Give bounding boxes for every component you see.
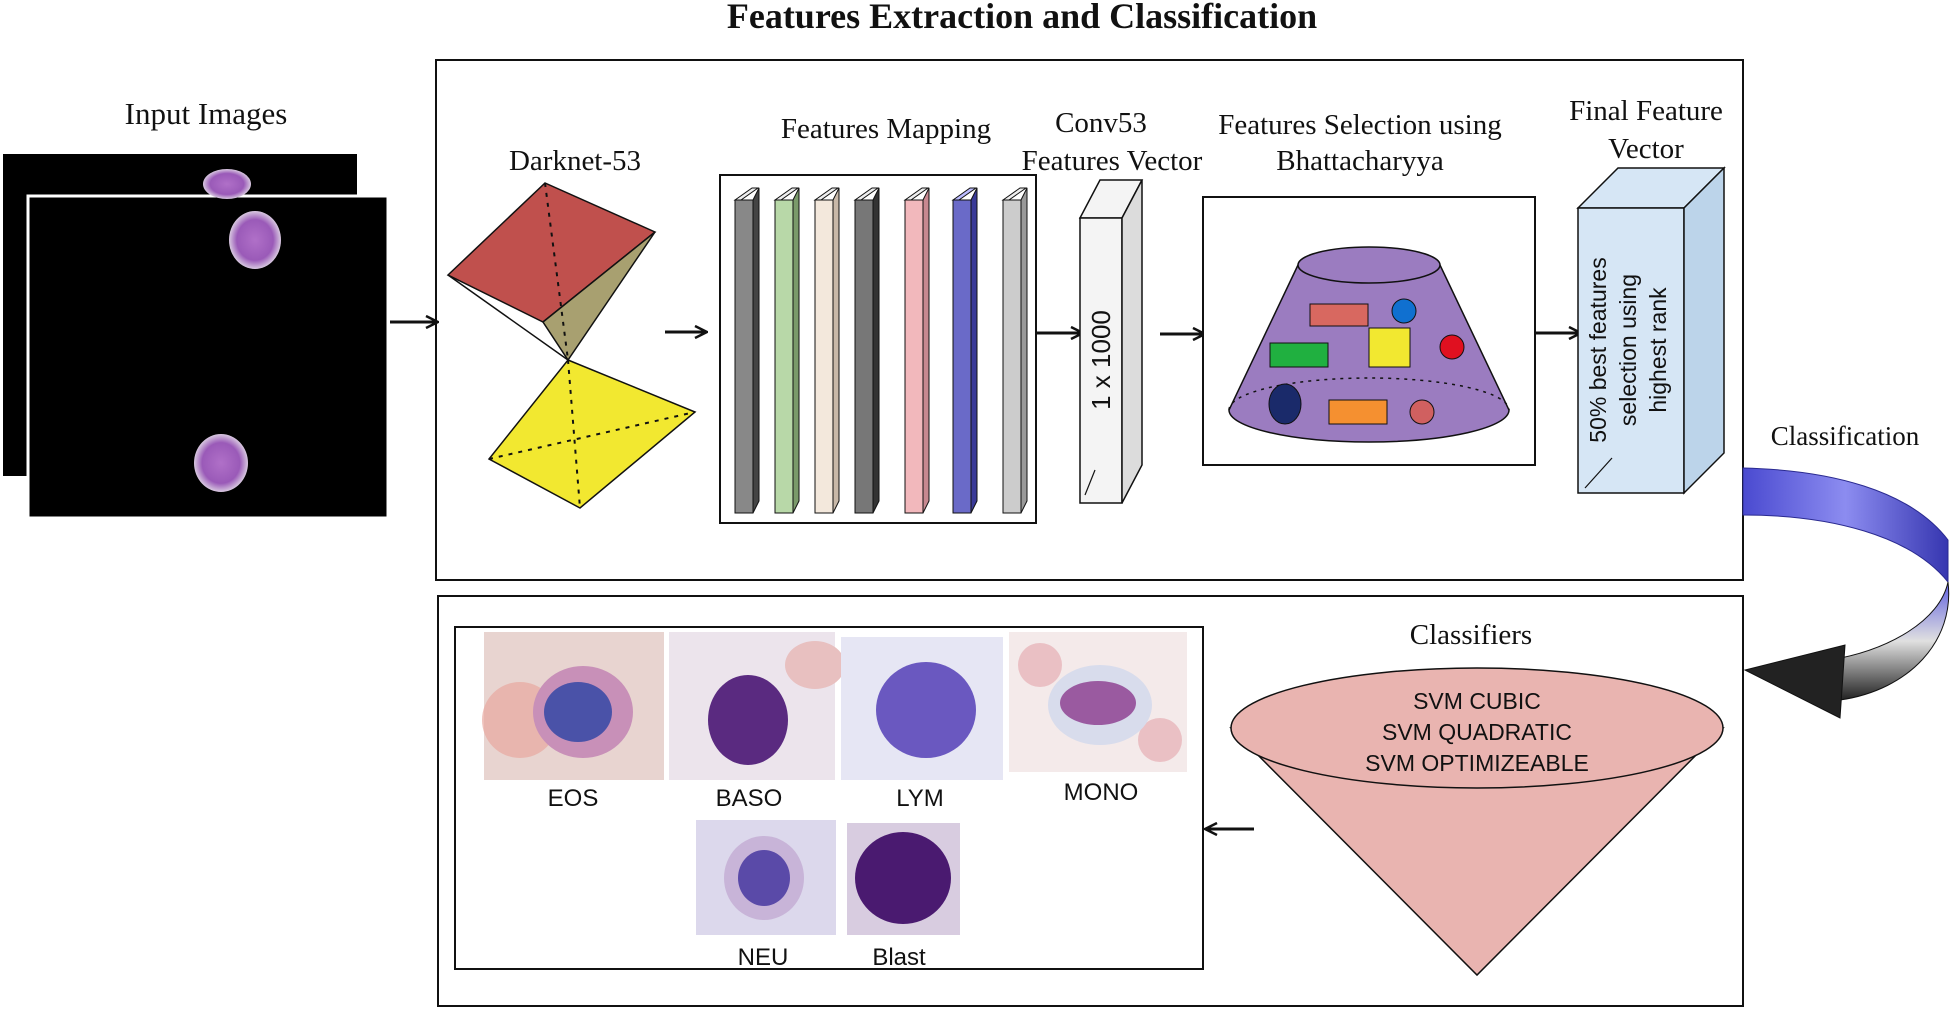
input-cell [229,211,281,269]
feature-map-slice [733,187,760,514]
input-cell [203,169,251,199]
cell-label-blast: Blast [872,944,926,971]
classifier-item-svm-cubic: SVM CUBIC [1413,688,1541,714]
darknet-label: Darknet-53 [509,145,641,177]
final-text-line3: highest rank [1645,287,1671,413]
input-cell [194,434,248,492]
cell-image-mono [1009,632,1187,772]
cell-image-lym [841,637,1003,780]
cell-label-baso: BASO [716,785,783,812]
classification-arrow-icon [1742,467,1950,719]
final-feature-vector: 50% best features selection using highes… [1576,166,1726,495]
conv-features-vector: 1 x 1000 [1078,179,1144,504]
cell-label-eos: EOS [548,785,599,812]
mapping-label: Features Mapping [781,113,991,145]
input-images-stack [3,154,390,520]
classifier-item-svm-quadratic: SVM QUADRATIC [1382,719,1572,745]
final-label-line1: Final Feature [1569,95,1723,127]
cell-label-mono: MONO [1064,779,1139,806]
cell-image-neu [696,820,836,935]
conv-vector-text: 1 x 1000 [1086,310,1116,410]
cell-label-lym: LYM [896,785,944,812]
feature-map-slice [853,187,880,514]
final-text-line2: selection using [1615,274,1641,426]
cell-label-neu: NEU [738,944,789,971]
bhattacharyya-cone [1228,246,1510,443]
classifiers-cone [1229,667,1725,977]
cell-image-blast [847,823,960,935]
selection-label-line2: Bhattacharyya [1276,145,1444,177]
feature-map-slice [773,187,800,514]
feature-map-slice [1001,187,1028,514]
classifiers-label: Classifiers [1410,619,1532,651]
feature-map-slice [903,187,930,514]
cell-image-eos [482,632,664,780]
final-label-line2: Vector [1608,133,1684,165]
feature-map-slice [813,187,840,514]
conv-label-line2: Features Vector [1022,145,1203,177]
darknet-53-icon [446,182,697,509]
input-images-label: Input Images [125,96,288,131]
conv-label-line1: Conv53 [1055,107,1147,139]
feature-map-slices [733,187,1028,514]
classifier-item-svm-optimizeable: SVM OPTIMIZEABLE [1365,750,1589,776]
final-text-line1: 50% best features [1585,257,1611,442]
classification-panel [437,595,1744,1007]
cell-image-baso [669,632,845,780]
diagram-title: Features Extraction and Classification [727,0,1317,36]
classification-label: Classification [1771,421,1920,451]
selection-label-line1: Features Selection using [1218,109,1502,141]
feature-map-slice [951,187,978,514]
